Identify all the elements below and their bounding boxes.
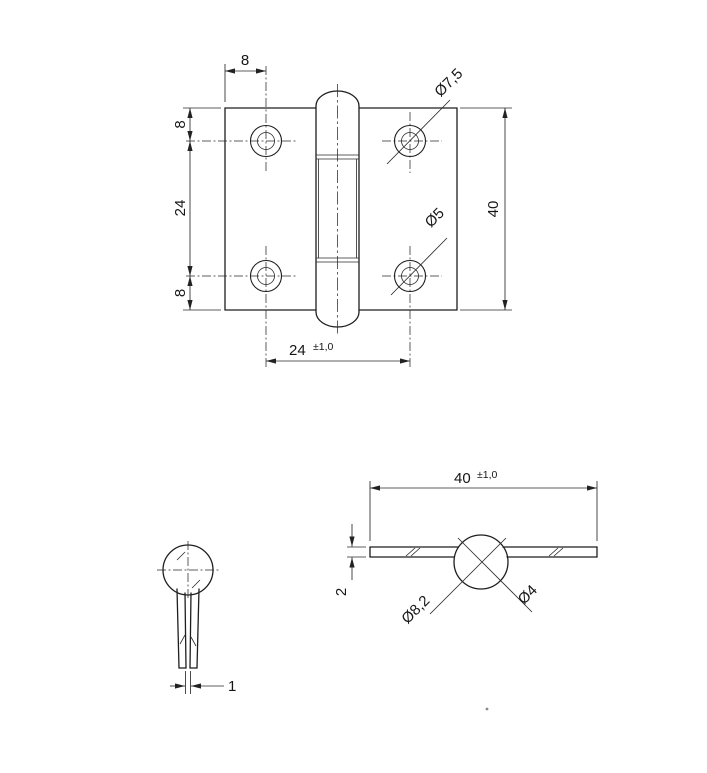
leaf-legs-outline bbox=[176, 588, 200, 669]
knuckle-end-outline bbox=[157, 541, 219, 599]
leg-edge bbox=[176, 588, 180, 669]
surface-tick bbox=[190, 636, 197, 647]
leader-line bbox=[457, 537, 533, 613]
left-leaf-outline bbox=[224, 107, 317, 311]
dim-leaf-thickness: 2 bbox=[333, 524, 366, 596]
print-speck bbox=[485, 707, 489, 711]
dim-label: 24 bbox=[289, 342, 306, 359]
knuckle-outline bbox=[315, 90, 360, 328]
surface-tick bbox=[179, 634, 186, 645]
hole-bottom-right bbox=[382, 246, 442, 368]
plan-view: 40 ±1,0 2 Ø8,2 Ø4 bbox=[333, 469, 598, 711]
surface-tick bbox=[405, 547, 416, 557]
surface-tick bbox=[548, 547, 559, 557]
dim-label: 24 bbox=[172, 200, 189, 217]
dia-label: Ø8,2 bbox=[398, 592, 433, 627]
dia-label: Ø7,5 bbox=[431, 65, 466, 100]
dim-label: 8 bbox=[172, 289, 189, 297]
surface-tick bbox=[191, 579, 201, 589]
dim-left-column: 8 24 8 bbox=[172, 107, 221, 311]
dim-label: 1 bbox=[228, 678, 236, 695]
dim-overall-width: 40 ±1,0 bbox=[369, 469, 598, 541]
surface-tick bbox=[553, 547, 564, 557]
leader-line bbox=[386, 99, 451, 165]
dim-tolerance-label: ±1,0 bbox=[477, 469, 498, 481]
dim-countersink-dia: Ø7,5 bbox=[386, 65, 466, 165]
knuckle-circle bbox=[453, 534, 509, 590]
dim-knuckle-dia: Ø8,2 bbox=[398, 537, 507, 627]
dim-label: 2 bbox=[333, 588, 350, 596]
leg-edge bbox=[189, 592, 192, 669]
leaf-bar-outline bbox=[369, 534, 598, 590]
dim-label: 40 bbox=[454, 470, 471, 487]
surface-tick bbox=[176, 551, 186, 561]
dia-label: Ø4 bbox=[515, 582, 541, 608]
hole-top-right bbox=[382, 112, 442, 173]
dim-hole-pitch-horizontal: 24 ±1,0 bbox=[266, 341, 410, 364]
dim-overall-height: 40 bbox=[460, 107, 512, 311]
side-view: 1 bbox=[157, 541, 236, 695]
leg-edge bbox=[196, 588, 200, 669]
front-view: 8 8 24 8 40 24 ±1,0 Ø7,5 bbox=[172, 52, 512, 368]
dim-hole-offset-top: 8 bbox=[224, 52, 266, 102]
leg-edge bbox=[184, 592, 187, 669]
dim-label: 8 bbox=[241, 52, 249, 69]
dia-label: Ø5 bbox=[422, 205, 448, 231]
leader-line bbox=[429, 537, 507, 615]
dim-label: 8 bbox=[172, 120, 189, 128]
hinge-front-outline bbox=[224, 84, 458, 334]
dim-leaf-gap: 1 bbox=[170, 671, 236, 695]
dim-pin-dia: Ø4 bbox=[457, 537, 541, 613]
hole-top-left bbox=[186, 66, 298, 173]
right-leaf-outline bbox=[358, 107, 458, 311]
dim-label: 40 bbox=[485, 201, 502, 218]
hole-bottom-left bbox=[186, 246, 298, 368]
dim-tolerance-label: ±1,0 bbox=[313, 341, 334, 353]
surface-tick bbox=[410, 547, 421, 557]
leader-line bbox=[390, 237, 448, 296]
dim-hole-dia: Ø5 bbox=[390, 205, 448, 296]
